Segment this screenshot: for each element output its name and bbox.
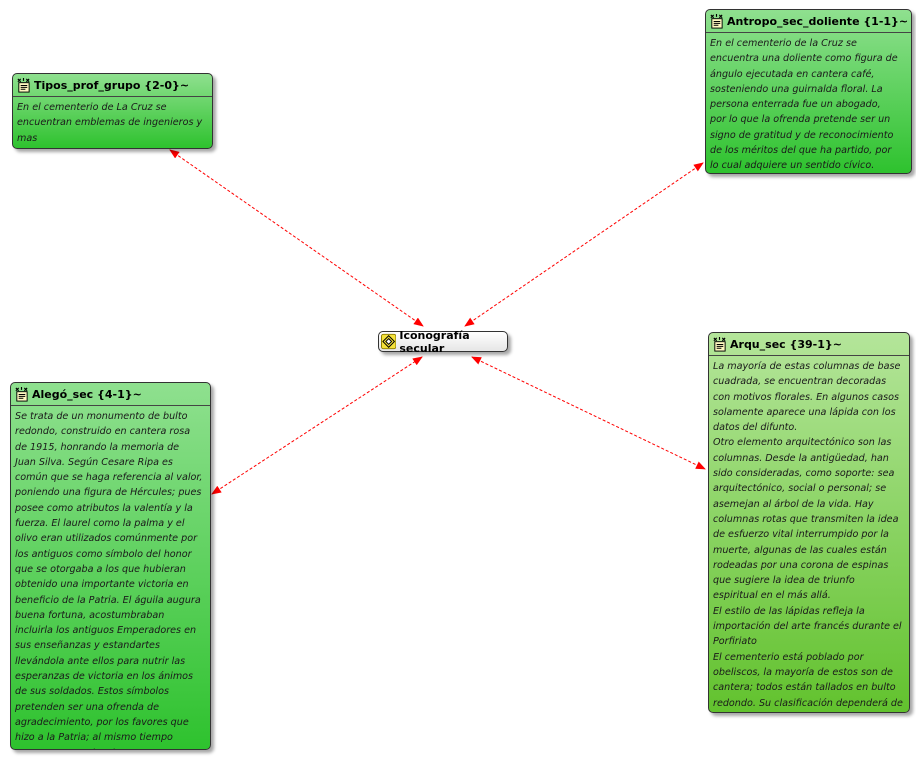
node-comment: La mayoría de estas columnas de base cua…	[713, 361, 903, 709]
memo-code-icon	[16, 78, 31, 93]
node-title: Arqu_sec {39-1}~	[730, 337, 842, 351]
node-comment: Se trata de un monumento de bulto redond…	[15, 411, 203, 749]
node-title: Iconografía secular	[399, 328, 470, 355]
edge-arqu-center[interactable]	[471, 356, 706, 470]
node-tipos-prof-grupo[interactable]: Tipos_prof_grupo {2-0}~ En el cementerio…	[12, 73, 213, 149]
node-title: Antropo_sec_doliente {1-1}~	[727, 14, 909, 28]
node-title: Alegó_sec {4-1}~	[32, 387, 142, 401]
edge-antropo-center[interactable]	[464, 162, 704, 327]
edge-tipos-center[interactable]	[169, 149, 424, 327]
node-comment: En el cementerio de la Cruz se encuentra…	[710, 38, 898, 172]
family-node-icon	[381, 333, 397, 350]
node-title: Tipos_prof_grupo {2-0}~	[34, 78, 190, 92]
memo-code-icon	[14, 387, 29, 402]
node-comment: En el cementerio de La Cruz se encuentra…	[17, 102, 203, 144]
edge-alego-center[interactable]	[211, 356, 423, 495]
node-antropo-sec-doliente[interactable]: Antropo_sec_doliente {1-1}~ En el cement…	[705, 9, 912, 174]
node-alego-sec[interactable]: Alegó_sec {4-1}~ Se trata de un monument…	[10, 382, 211, 750]
memo-code-icon	[709, 14, 724, 29]
node-arqu-sec[interactable]: Arqu_sec {39-1}~ La mayoría de estas col…	[708, 332, 910, 713]
node-iconografia-secular[interactable]: Iconografía secular	[378, 328, 508, 355]
memo-code-icon	[712, 337, 727, 352]
